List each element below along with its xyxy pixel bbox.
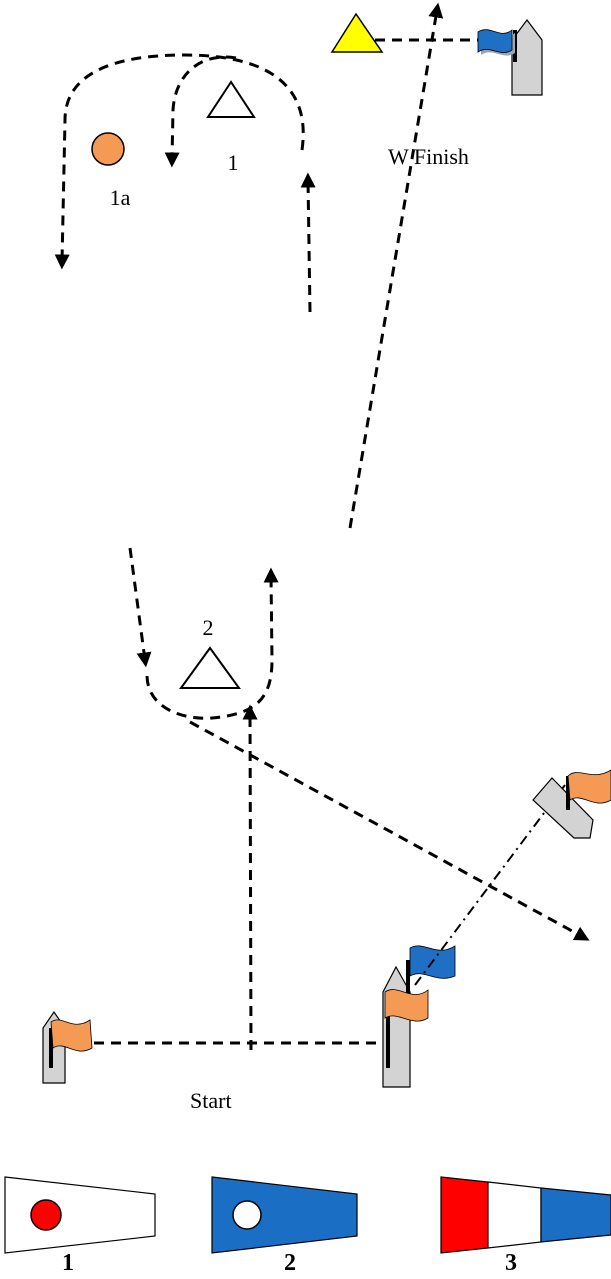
orange-flag-icon: [568, 770, 611, 803]
start-pin-boat: [43, 1012, 92, 1083]
course-path-start-upwind: [250, 712, 251, 1050]
legend-number-2: 2: [284, 1250, 296, 1276]
start-label: Start: [190, 1088, 232, 1113]
mark-1a-label: 1a: [110, 185, 131, 210]
mark-1a-circle: [92, 133, 124, 165]
reach-mark-boat: [533, 770, 611, 838]
finish-boat: [478, 20, 542, 95]
course-path-rounding-2: [147, 575, 272, 718]
offset-line: [415, 785, 565, 985]
mark-1-label: 1: [228, 150, 239, 175]
start-committee-boat: [383, 946, 455, 1087]
legend-number-3: 3: [505, 1250, 517, 1276]
legend-number-1: 1: [62, 1250, 74, 1276]
course-path-down-to-2: [130, 548, 145, 660]
mark-2-label: 2: [203, 615, 214, 640]
finish-label: W Finish: [388, 144, 469, 169]
legend-flag-1: [5, 1177, 155, 1253]
legend-flag-2: [212, 1177, 357, 1253]
mark-2-triangle: [181, 648, 239, 688]
mark-1-triangle: [208, 82, 254, 117]
legend-flag-3: [441, 1177, 611, 1253]
course-path-to-finish: [350, 10, 437, 528]
orange-flag-icon: [51, 1020, 92, 1051]
course-path-left-loop: [308, 180, 310, 312]
finish-mark-yellow-triangle: [332, 14, 382, 52]
